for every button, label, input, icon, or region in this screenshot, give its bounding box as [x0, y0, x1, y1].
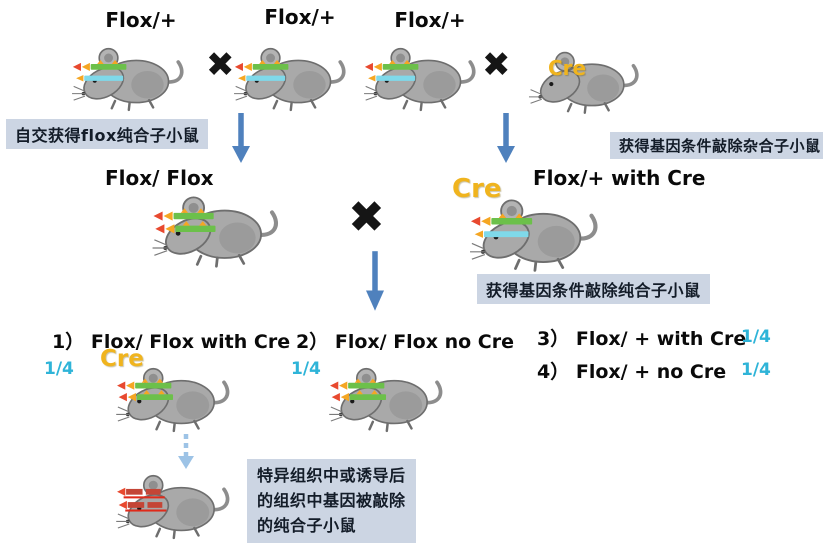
note-conditional-ko-homozygote: 获得基因条件敲除纯合子小鼠 — [477, 274, 710, 304]
fraction-label-1: 1/4 — [44, 359, 74, 379]
result-label-2: 2） Flox/ Flox no Cre — [296, 331, 514, 353]
mouse-result1-flox-homo-cre-icon — [114, 366, 230, 433]
genotype-label-flox-het-cre: Flox/+ with Cre — [533, 166, 706, 190]
genotype-label-gen1-right: Flox/+ — [394, 8, 466, 32]
cre-label-middle: Cre — [452, 174, 502, 204]
result-label-1: 1） Flox/ Flox with Cre — [52, 331, 291, 353]
genotype-label-flox-flox: Flox/ Flox — [105, 166, 214, 190]
down-arrow-left-icon — [230, 112, 252, 164]
mouse-flox-homozygote-icon — [148, 183, 283, 271]
fraction-label-4: 1/4 — [741, 360, 771, 380]
result-label-3: 3） Flox/ + with Cre — [537, 328, 747, 350]
note-conditional-ko-heterozygote: 获得基因条件敲除杂合子小鼠 — [610, 132, 823, 159]
genotype-label-gen1-mid: Flox/+ — [264, 5, 336, 29]
mouse-flox-het-3-icon — [362, 46, 476, 112]
cross-icon-middle: ✖ — [348, 192, 385, 243]
cross-icon-top-left: ✖ — [206, 45, 235, 85]
down-arrow-middle-icon — [364, 250, 386, 312]
result-label-4: 4） Flox/ + no Cre — [537, 361, 727, 383]
cre-label-result1: Cre — [100, 346, 144, 372]
mouse-flox-het-1-icon — [70, 46, 184, 112]
mouse-result2-flox-homo-icon — [327, 366, 443, 433]
note-tissue-specific-knockout: 特异组织中或诱导后 的组织中基因被敲除 的纯合子小鼠 — [247, 459, 416, 544]
mouse-flox-het-cre-icon — [465, 186, 603, 275]
cross-icon-top-right: ✖ — [482, 45, 511, 85]
fraction-label-3: 1/4 — [741, 327, 771, 347]
note-selfcross-flox-homozygote: 自交获得flox纯合子小鼠 — [6, 119, 209, 149]
down-arrow-right-icon — [495, 112, 517, 164]
genotype-label-gen1-left: Flox/+ — [105, 8, 177, 32]
cre-label-top: Cre — [548, 56, 587, 80]
mouse-knockout-icon — [114, 473, 230, 540]
fraction-label-2: 1/4 — [291, 359, 321, 379]
mouse-flox-het-2-icon — [232, 46, 346, 112]
